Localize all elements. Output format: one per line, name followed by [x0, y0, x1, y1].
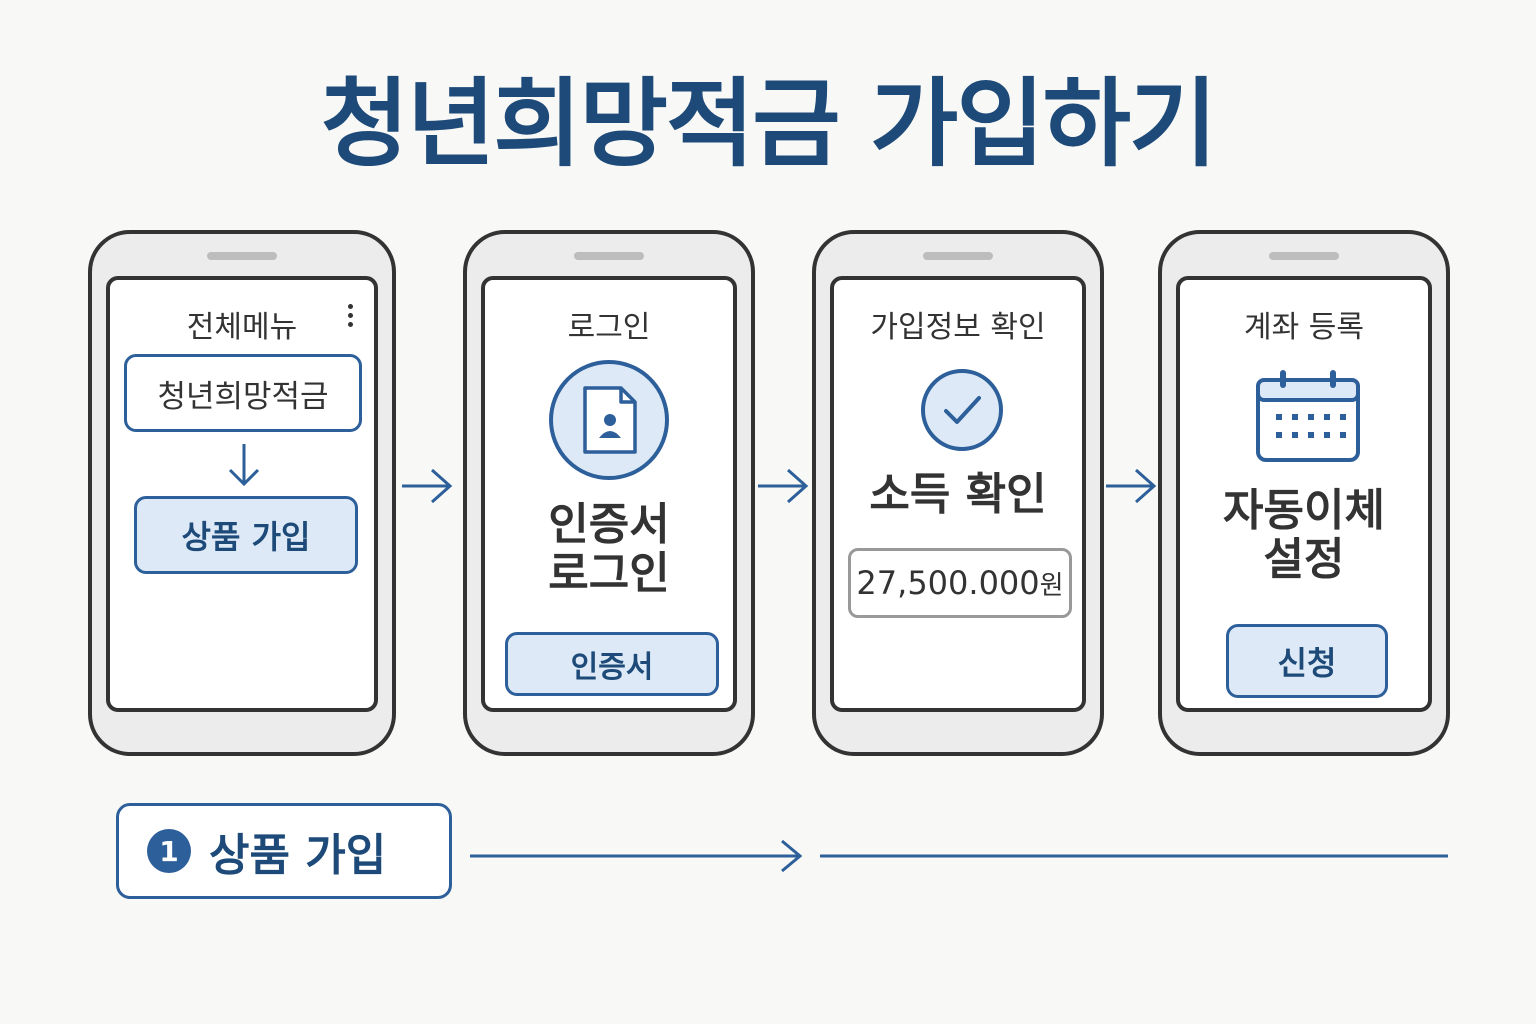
calendar-icon: [1256, 370, 1360, 462]
step-number-badge: 1: [147, 829, 191, 873]
apply-button-label: 신청: [1277, 644, 1337, 682]
phone-menu: 전체메뉴 청년희망적금 상품 가입: [88, 230, 396, 756]
menu-item-youth-savings[interactable]: 청년희망적금: [124, 354, 362, 432]
certificate-login-heading: 인증서 로그인: [485, 500, 733, 599]
step-indicator: 1 상품 가입: [116, 803, 452, 899]
menu-item-label: 청년희망적금: [157, 378, 329, 415]
screen-title: 계좌 등록: [1244, 310, 1364, 345]
phone-account: 계좌 등록 자동이체 설정 신청: [1158, 230, 1450, 756]
progress-line: [820, 854, 1448, 858]
kebab-menu-icon[interactable]: [348, 304, 354, 331]
screen-menu: 전체메뉴 청년희망적금 상품 가입: [106, 276, 378, 712]
screen-account: 계좌 등록 자동이체 설정 신청: [1176, 276, 1432, 712]
phone-speaker: [574, 252, 644, 260]
certificate-button[interactable]: 인증서: [505, 632, 719, 696]
certificate-button-label: 인증서: [570, 650, 654, 685]
phone-speaker: [1269, 252, 1339, 260]
arrow-right-icon: [402, 468, 453, 504]
join-product-button[interactable]: 상품 가입: [134, 496, 358, 574]
income-unit: 원: [1039, 570, 1064, 601]
phone-login: 로그인 인증서 로그인 인증서: [463, 230, 755, 756]
phone-speaker: [207, 252, 277, 260]
step-label: 상품 가입: [209, 830, 387, 881]
apply-button[interactable]: 신청: [1226, 624, 1388, 698]
screen-title: 전체메뉴: [186, 310, 298, 345]
income-value: 27,500.000: [856, 564, 1040, 602]
join-product-button-label: 상품 가입: [181, 518, 311, 556]
progress-arrow: [470, 839, 803, 873]
phone-speaker: [923, 252, 993, 260]
page-title: 청년희망적금 가입하기: [320, 68, 1218, 180]
screen-title: 가입정보 확인: [870, 310, 1046, 345]
check-circle-icon: [921, 369, 1003, 451]
arrow-down-icon: [228, 444, 260, 487]
heading-line-2: 설정: [1263, 534, 1345, 586]
screen-login: 로그인 인증서 로그인 인증서: [481, 276, 737, 712]
heading-line-1: 자동이체: [1223, 485, 1385, 536]
screen-title: 로그인: [567, 310, 651, 345]
arrow-right-icon: [1106, 468, 1157, 504]
arrow-right-icon: [758, 468, 809, 504]
heading-line-2: 로그인: [548, 548, 670, 600]
heading-line-1: 인증서: [548, 499, 670, 550]
income-check-heading: 소득 확인: [869, 469, 1047, 520]
certificate-document-icon: [549, 360, 669, 480]
auto-transfer-heading: 자동이체 설정: [1180, 486, 1428, 585]
